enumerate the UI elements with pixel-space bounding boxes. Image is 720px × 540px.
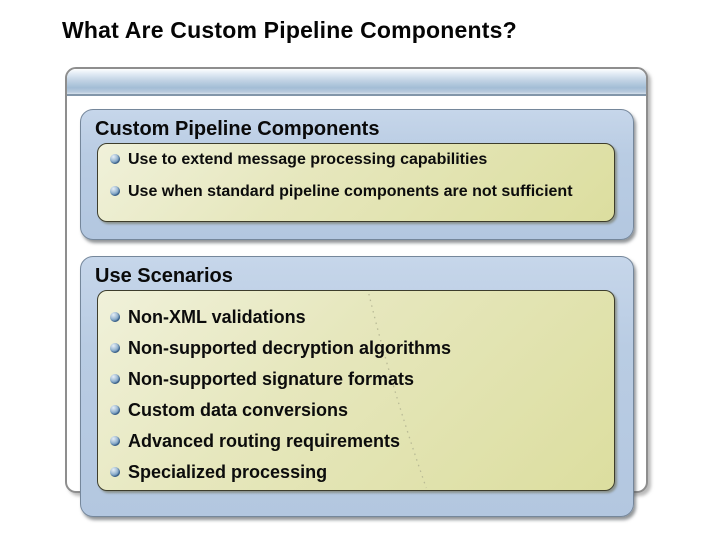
bullet-text: Use to extend message processing capabil…	[128, 151, 488, 168]
sphere-bullet-icon	[110, 311, 120, 322]
bullet-text: Non-supported decryption algorithms	[128, 337, 452, 358]
bullet-item: Custom data conversions	[110, 394, 604, 425]
bullet-item: Specialized processing	[110, 456, 604, 487]
bullet-text: Specialized processing	[128, 461, 328, 482]
slide-title: What Are Custom Pipeline Components?	[62, 17, 517, 43]
bullet-item: Non-XML validations	[110, 301, 604, 332]
bullet-item: Non-supported decryption algorithms	[110, 332, 604, 363]
bullet-text: Custom data conversions	[128, 399, 349, 420]
bullet-item: Advanced routing requirements	[110, 425, 604, 456]
section-panel-custom-pipeline-components: Custom Pipeline Components Use to extend…	[80, 109, 634, 240]
sphere-bullet-icon	[110, 466, 120, 477]
section-heading: Use Scenarios	[95, 265, 233, 287]
sphere-bullet-icon	[110, 404, 120, 415]
bullet-box: Non-XML validations Non-supported decryp…	[97, 290, 615, 491]
bullet-text: Non-supported signature formats	[128, 368, 415, 389]
card-header-bar	[67, 69, 646, 96]
bullet-text: Non-XML validations	[128, 306, 306, 327]
content-card: Custom Pipeline Components Use to extend…	[65, 67, 648, 517]
sphere-bullet-icon	[110, 342, 120, 353]
sphere-bullet-icon	[110, 435, 120, 446]
sphere-bullet-icon	[110, 186, 120, 196]
bullet-item: Non-supported signature formats	[110, 363, 604, 394]
bullet-box: Use to extend message processing capabil…	[97, 143, 615, 222]
bullet-text: Advanced routing requirements	[128, 430, 401, 451]
bullet-item: Use when standard pipeline components ar…	[110, 181, 604, 202]
bullet-text: Use when standard pipeline components ar…	[128, 183, 573, 200]
sphere-bullet-icon	[110, 373, 120, 384]
sphere-bullet-icon	[110, 154, 120, 164]
bullet-item: Use to extend message processing capabil…	[110, 149, 604, 170]
section-panel-use-scenarios: Use Scenarios Non-XML validations Non-su…	[80, 256, 634, 517]
section-heading: Custom Pipeline Components	[95, 118, 380, 140]
